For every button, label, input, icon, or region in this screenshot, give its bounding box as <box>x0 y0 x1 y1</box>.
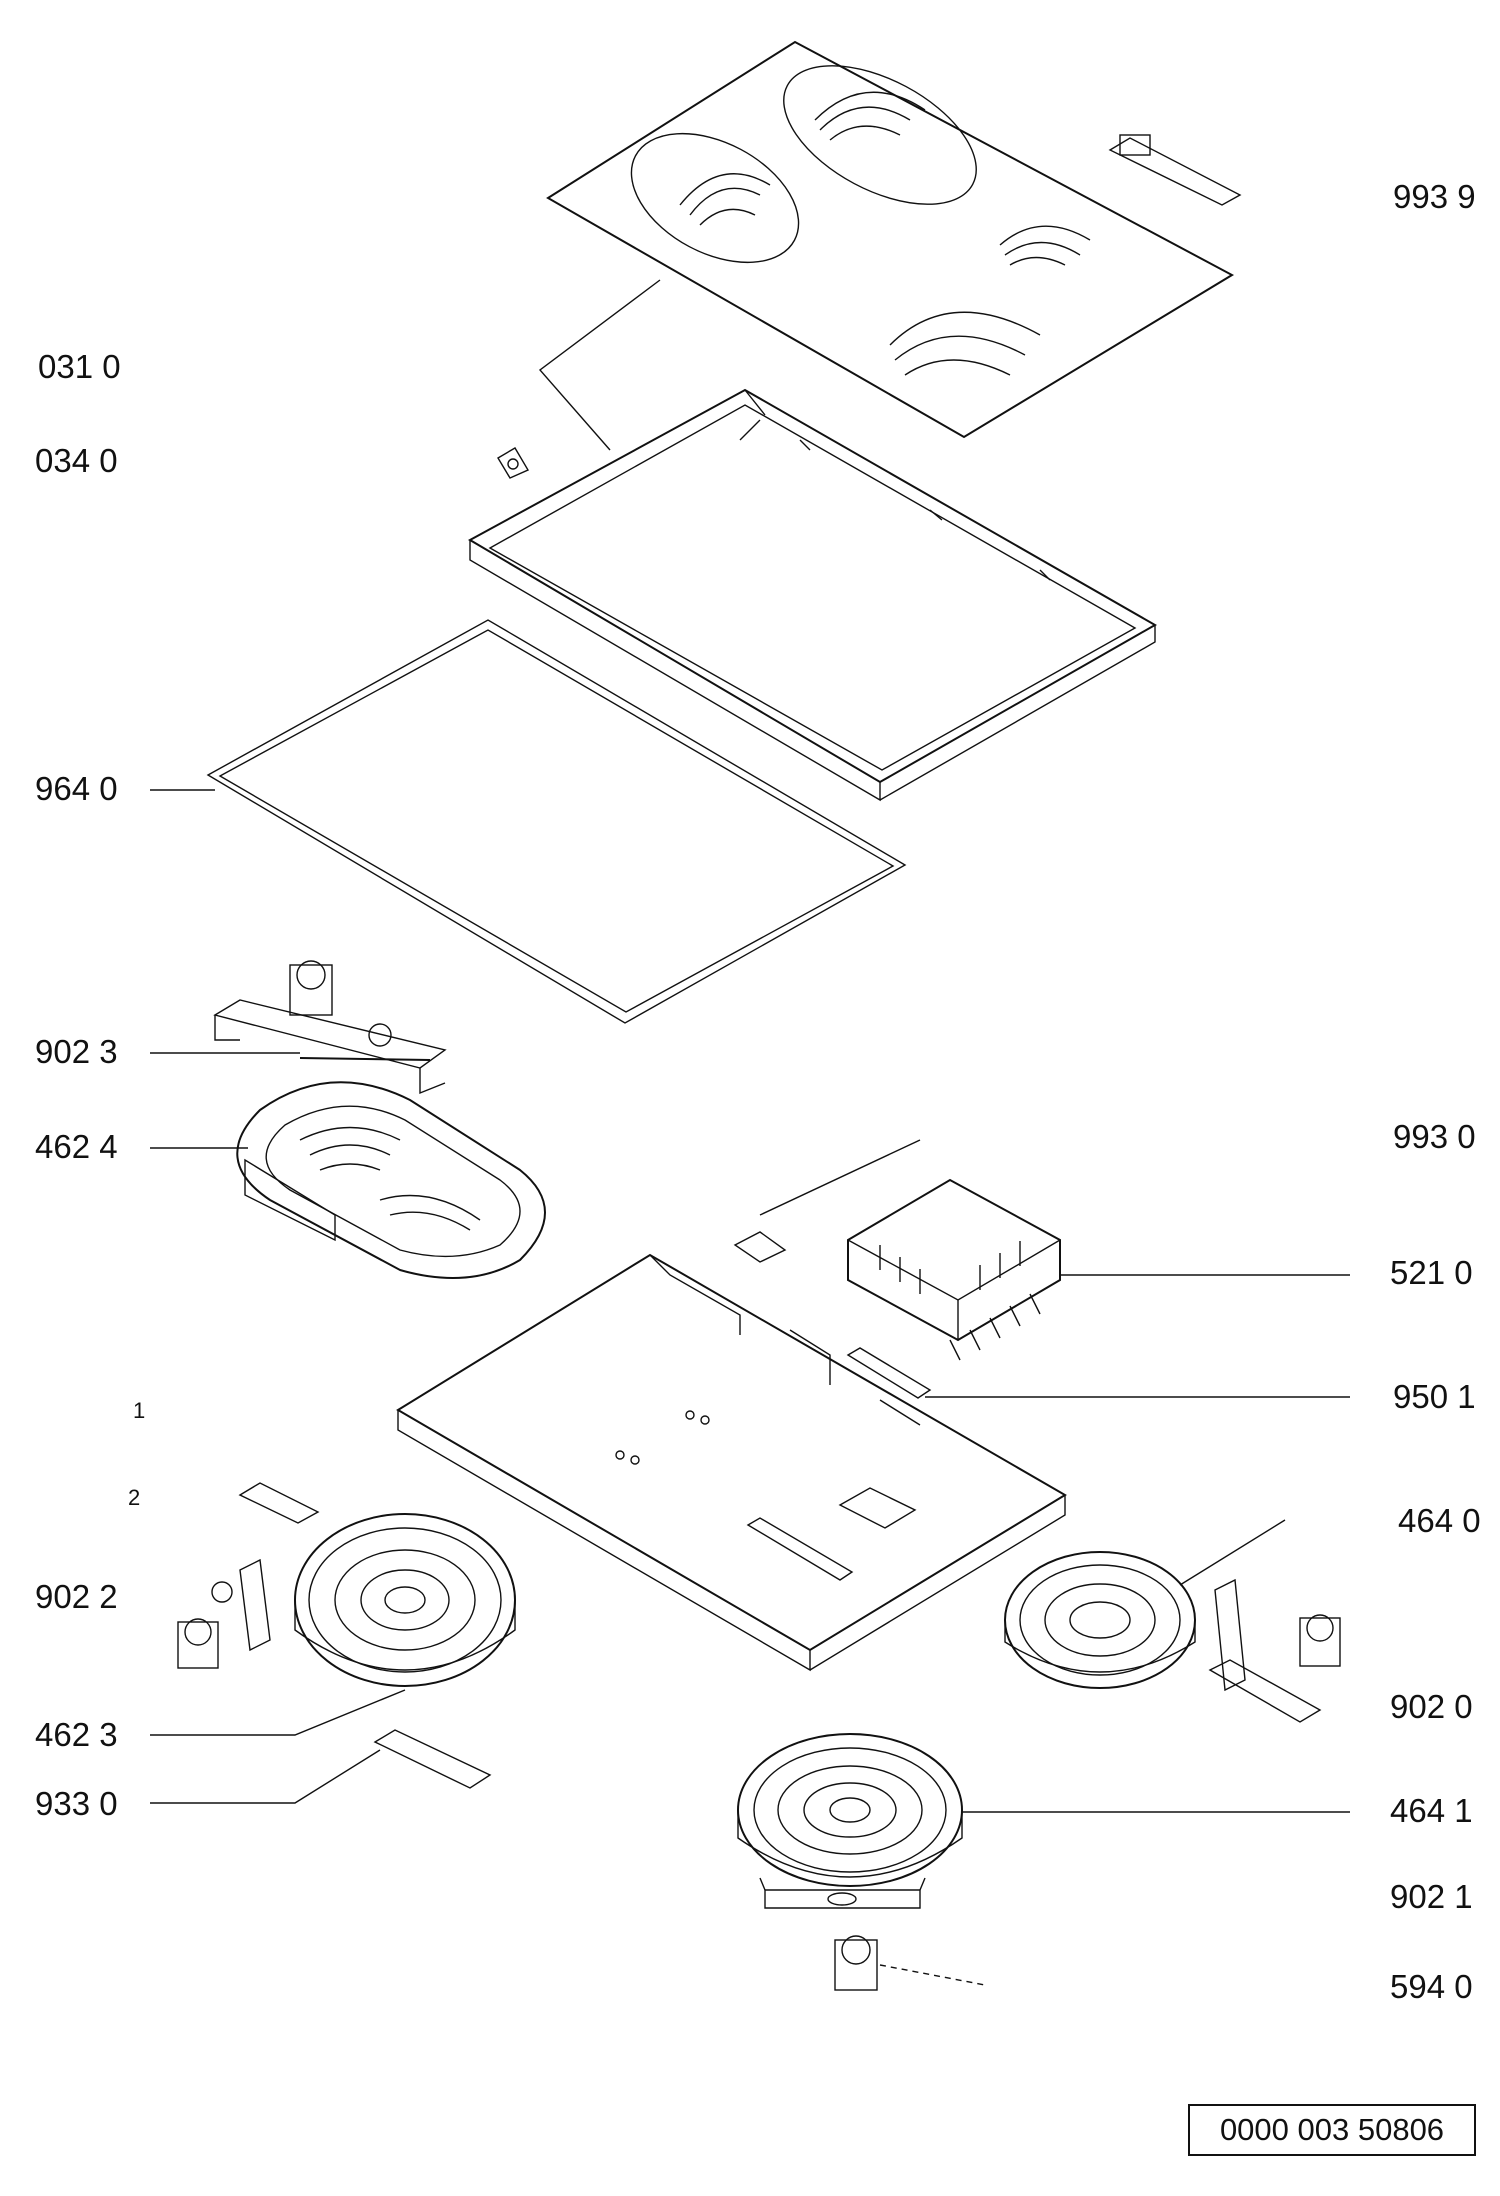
label-9939: 993 9 <box>1393 178 1476 215</box>
label-4623: 462 3 <box>35 1716 118 1753</box>
radiant-heater-4640 <box>1004 1551 1196 1689</box>
label-4624: 462 4 <box>35 1128 118 1165</box>
label-9640: 964 0 <box>35 770 118 807</box>
leader-4640 <box>1179 1519 1286 1586</box>
heater-bracket-9020 <box>1208 1578 1341 1723</box>
energy-regulator <box>834 1935 878 1991</box>
label-4640: 464 0 <box>1398 1502 1481 1539</box>
label-9930: 993 0 <box>1393 1118 1476 1155</box>
leader-9930 <box>759 1139 921 1216</box>
leader-0310 <box>538 279 661 451</box>
label-9330: 933 0 <box>35 1785 118 1822</box>
heater-bracket-9022 <box>177 1558 271 1669</box>
label-1: 1 <box>133 1398 146 1423</box>
clip-part <box>733 1231 787 1263</box>
label-4641: 464 1 <box>1390 1792 1473 1829</box>
oval-radiant-heater <box>236 1081 546 1279</box>
connector-strip <box>846 1347 932 1399</box>
label-2: 2 <box>128 1485 141 1510</box>
label-9022: 902 2 <box>35 1578 118 1615</box>
hob-frame <box>467 388 1158 802</box>
label-9023: 902 3 <box>35 1033 118 1070</box>
heater-bracket-9021 <box>759 1877 926 1909</box>
label-0340: 034 0 <box>35 442 118 479</box>
leader-4623 <box>150 1689 406 1736</box>
label-5210: 521 0 <box>1390 1254 1473 1291</box>
seal-gasket <box>206 619 907 1024</box>
bottom-tray <box>396 1253 1067 1672</box>
control-module <box>847 1178 1061 1361</box>
large-radiant-heater <box>294 1513 516 1687</box>
label-5940: 594 0 <box>1390 1968 1473 2005</box>
label-9501: 950 1 <box>1393 1378 1476 1415</box>
clip-9330 <box>373 1729 492 1789</box>
ceramic-glass-top <box>546 40 1242 439</box>
label-9020: 902 0 <box>1390 1688 1473 1725</box>
small-plate <box>238 1482 320 1524</box>
document-number: 0000 003 50806 <box>1188 2104 1476 2156</box>
radiant-heater-4641 <box>737 1733 963 1887</box>
fixing-bracket-0340 <box>497 447 530 479</box>
label-9021: 902 1 <box>1390 1878 1473 1915</box>
leader-9330 <box>150 1749 381 1804</box>
label-0310: 031 0 <box>38 348 121 385</box>
heater-bracket-9023 <box>213 960 447 1095</box>
leader-5940 <box>879 1964 986 1986</box>
